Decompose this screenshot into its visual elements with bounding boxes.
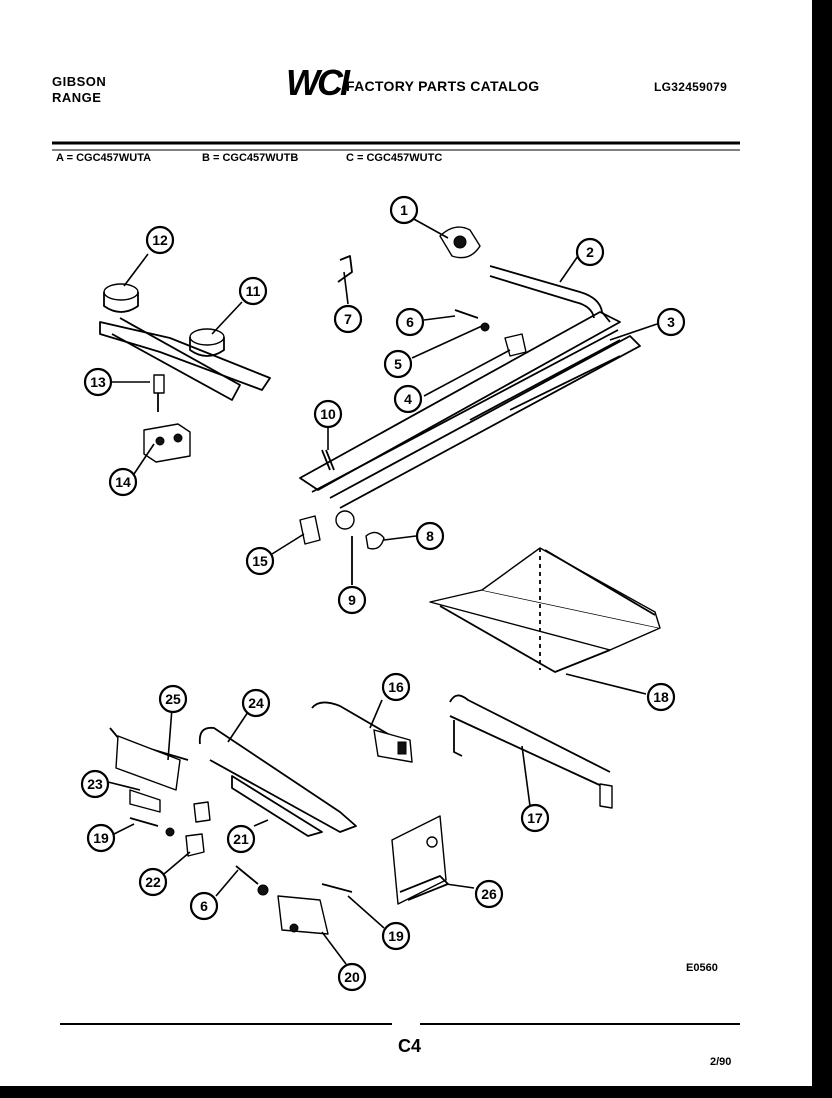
svg-text:16: 16 (388, 679, 404, 695)
callout-21: 21 (226, 824, 256, 854)
svg-text:19: 19 (93, 830, 109, 846)
callout-22: 22 (138, 867, 168, 897)
callout-19b: 19 (381, 921, 411, 951)
callout-1: 1 (389, 195, 419, 225)
callout-10: 10 (313, 399, 343, 429)
svg-text:6: 6 (200, 898, 208, 914)
leader-lines (107, 217, 658, 965)
svg-text:3: 3 (667, 314, 675, 330)
svg-text:13: 13 (90, 374, 106, 390)
callout-12: 12 (145, 225, 175, 255)
svg-text:14: 14 (115, 474, 131, 490)
callout-26: 26 (474, 879, 504, 909)
svg-text:21: 21 (233, 831, 249, 847)
svg-text:11: 11 (246, 283, 261, 299)
callout-2: 2 (575, 237, 605, 267)
svg-text:26: 26 (481, 886, 497, 902)
callout-6b: 6 (189, 891, 219, 921)
catalog-title: FACTORY PARTS CATALOG (346, 78, 540, 94)
valve-bracket-cluster (299, 510, 385, 585)
svg-text:17: 17 (527, 810, 543, 826)
callout-14: 14 (108, 467, 138, 497)
svg-text:23: 23 (87, 776, 103, 792)
svg-text:15: 15 (252, 553, 268, 569)
page-code: C4 (398, 1036, 422, 1056)
callout-23: 23 (80, 769, 110, 799)
model-b: B = CGC457WUTB (202, 152, 299, 164)
callout-25: 25 (158, 684, 188, 714)
callout-19: 19 (86, 823, 116, 853)
svg-text:25: 25 (165, 691, 181, 707)
brand-name: GIBSON (52, 74, 107, 89)
callout-16: 16 (381, 672, 411, 702)
svg-text:2: 2 (586, 244, 594, 260)
svg-text:8: 8 (426, 528, 434, 544)
callout-17: 17 (520, 803, 550, 833)
broiler-burner-parts (109, 726, 357, 857)
parts-diagram-sheet: GIBSON RANGE WCI FACTORY PARTS CATALOG L… (0, 0, 812, 1086)
wci-logo: WCI (286, 62, 350, 103)
date-code: 2/90 (710, 1056, 732, 1068)
callout-3: 3 (656, 307, 686, 337)
manifold-assembly (299, 226, 641, 509)
svg-text:10: 10 (320, 406, 336, 422)
callout-11: 11 (238, 276, 268, 306)
callout-8: 8 (415, 521, 445, 551)
mounting-plate (391, 815, 449, 905)
svg-text:7: 7 (344, 311, 352, 327)
svg-text:1: 1 (400, 202, 408, 218)
broiler-shield (429, 547, 661, 673)
svg-text:22: 22 (145, 874, 161, 890)
callout-5: 5 (383, 349, 413, 379)
svg-text:20: 20 (344, 969, 360, 985)
callout-20: 20 (337, 962, 367, 992)
svg-text:6: 6 (406, 314, 414, 330)
thermostat-cluster (235, 865, 353, 935)
callout-13: 13 (83, 367, 113, 397)
callout-18: 18 (646, 682, 676, 712)
callout-24: 24 (241, 688, 271, 718)
small-hardware (321, 255, 527, 471)
model-a: A = CGC457WUTA (56, 152, 152, 164)
catalog-number: LG32459079 (654, 80, 728, 94)
callout-15: 15 (245, 546, 275, 576)
callout-4: 4 (393, 384, 423, 414)
svg-text:24: 24 (248, 695, 264, 711)
svg-text:18: 18 (653, 689, 669, 705)
svg-text:12: 12 (152, 232, 168, 248)
svg-text:5: 5 (394, 356, 402, 372)
product-type: RANGE (52, 90, 102, 105)
callout-6: 6 (395, 307, 425, 337)
svg-text:9: 9 (348, 592, 356, 608)
orifice-holder-parts (143, 374, 191, 463)
svg-text:19: 19 (388, 928, 404, 944)
diagram-code: E0560 (686, 962, 718, 974)
callout-9: 9 (337, 585, 367, 615)
model-c: C = CGC457WUTC (346, 152, 443, 164)
oven-burner-assembly (311, 694, 613, 809)
top-burner-assembly (99, 283, 271, 401)
callout-7: 7 (333, 304, 363, 334)
svg-text:4: 4 (404, 391, 412, 407)
